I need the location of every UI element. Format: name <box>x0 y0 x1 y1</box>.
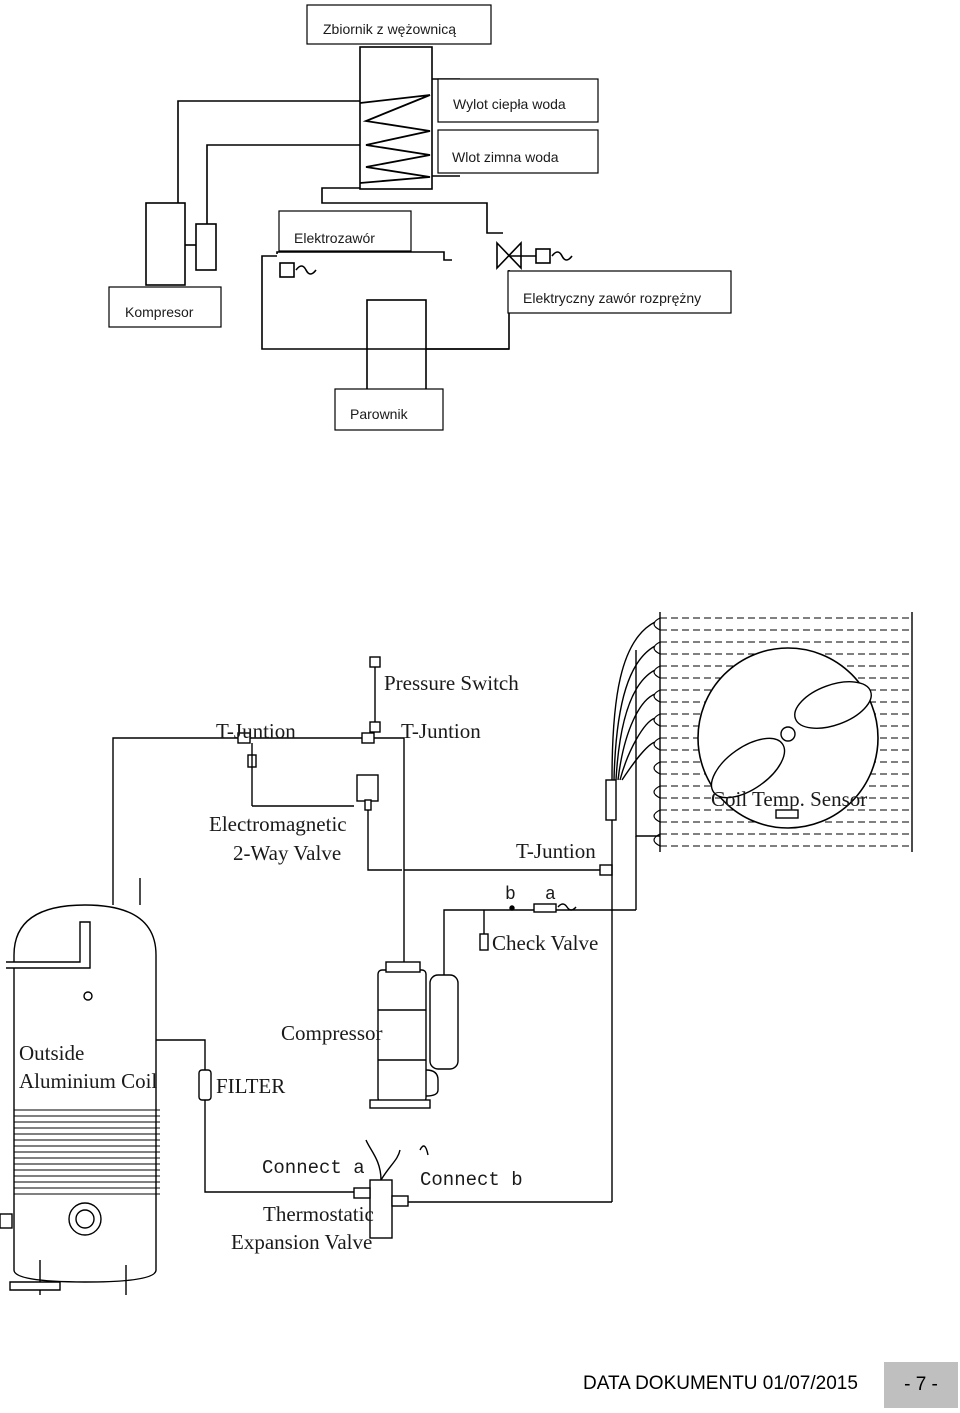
page-number: - 7 - <box>884 1362 958 1408</box>
tank-coil <box>359 94 431 184</box>
top-labels: Zbiornik z wężownicą Wylot ciepła woda W… <box>108 4 732 431</box>
txv-label-2: Expansion Valve <box>231 1230 372 1254</box>
compressor-body <box>377 969 427 1103</box>
port-b-label: b <box>505 885 516 905</box>
bottom-schematic <box>0 612 913 1295</box>
tank-box <box>359 46 433 190</box>
hot-water-label: Wylot ciepła woda <box>453 96 566 112</box>
two-way-valve-label-2: 2-Way Valve <box>233 841 341 865</box>
filter-body <box>198 1069 212 1101</box>
outside-coil-label-1: Outside <box>19 1041 84 1065</box>
t-junction-lower-label: T-Juntion <box>516 839 596 863</box>
top-schematic <box>145 46 573 391</box>
pressure-switch-label: Pressure Switch <box>384 671 519 695</box>
t-junction-left-label: T-Juntion <box>216 719 296 743</box>
cold-water-label: Wlot zimna woda <box>452 149 559 165</box>
expansion-valve-body <box>496 241 522 270</box>
filter-label: FILTER <box>216 1074 285 1098</box>
document-date: DATA DOKUMENTU 01/07/2015 <box>583 1373 858 1394</box>
compressor-label: Compressor <box>281 1021 383 1045</box>
accumulator <box>195 223 217 271</box>
port-a-label: a <box>545 885 556 905</box>
check-valve-label: Check Valve <box>492 931 598 955</box>
compressor-body <box>145 202 186 286</box>
connect-b-label: Connect b <box>420 1169 523 1191</box>
tank-label: Zbiornik z wężownicą <box>323 21 456 37</box>
outside-coil-label-2: Aluminium Coil <box>19 1069 157 1093</box>
expansion-valve-label: Elektryczny zawór rozprężny <box>523 290 701 306</box>
evaporator-box <box>366 299 427 391</box>
evaporator-label: Parownik <box>350 406 409 422</box>
connect-a-label: Connect a <box>262 1157 365 1179</box>
coil-windings <box>14 1109 160 1195</box>
txv-label-1: Thermostatic <box>263 1202 374 1226</box>
fan-blade-top <box>794 681 872 729</box>
bottom-labels: Pressure Switch T-Juntion T-Juntion Elec… <box>19 671 867 1254</box>
solenoid-coil <box>279 262 295 278</box>
accumulator-body <box>429 974 459 1070</box>
coil-temp-sensor-label: Coil Temp. Sensor <box>711 787 867 811</box>
two-way-valve-label-1: Electromagnetic <box>209 812 347 836</box>
coil-temp-sensor <box>775 809 799 819</box>
fan-blade-bottom <box>710 737 786 799</box>
air-coil-unit <box>605 612 913 852</box>
two-way-valve-body <box>356 774 379 802</box>
t-junction-right-label: T-Juntion <box>401 719 481 743</box>
compressor-label-pl: Kompresor <box>125 304 194 320</box>
solenoid-label: Elektrozawór <box>294 230 375 246</box>
